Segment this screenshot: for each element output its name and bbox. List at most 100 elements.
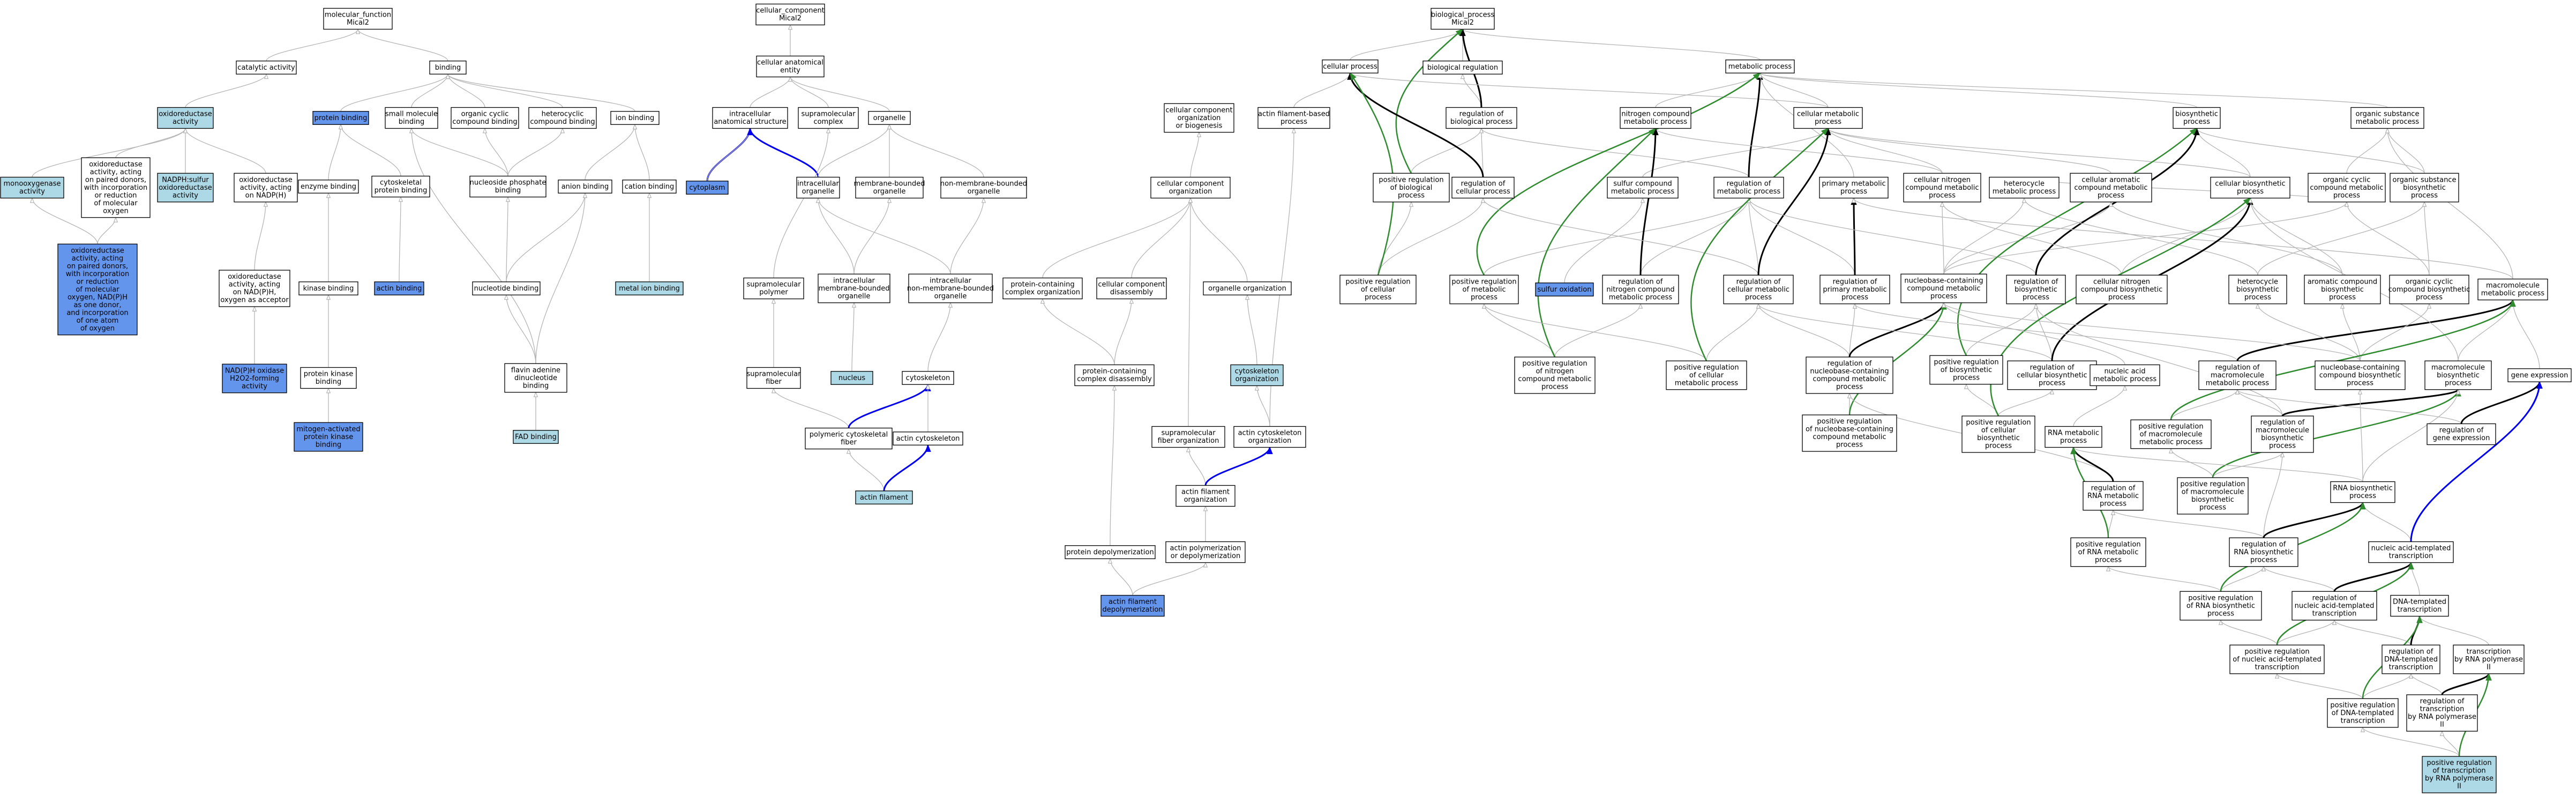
go-term-node-ionbind[interactable]: ion binding (610, 111, 660, 125)
go-term-node-actincyto[interactable]: actin cytoskeleton (893, 432, 963, 445)
go-term-node-nucleotide[interactable]: nucleotide binding (472, 281, 541, 295)
go-term-node-orgorg[interactable]: organelle organization (1203, 281, 1292, 295)
go-term-node-nucleus[interactable]: nucleus (830, 371, 873, 385)
go-term-node-intranon[interactable]: intracellularnon-membrane-boundedorganel… (907, 273, 994, 303)
go-term-node-protbind[interactable]: protein binding (312, 111, 369, 125)
go-term-node-binding[interactable]: binding (429, 61, 467, 75)
go-term-node-actinfil[interactable]: actin filament (855, 491, 913, 504)
go-term-node-regmacrobio[interactable]: regulation ofmacromoleculebiosyntheticpr… (2251, 415, 2314, 453)
go-term-node-cytoskeleton[interactable]: cytoskeleton (902, 371, 954, 385)
go-term-node-bioreg[interactable]: biological regulation (1422, 61, 1503, 75)
go-term-node-cation[interactable]: cation binding (622, 180, 677, 194)
go-term-node-enzbind[interactable]: enzyme binding (298, 180, 359, 194)
go-term-node-geneexp[interactable]: gene expression (2507, 368, 2572, 382)
go-term-node-protdepol[interactable]: protein depolymerization (1065, 545, 1156, 559)
go-term-node-cellproc[interactable]: cellular process (1322, 60, 1379, 73)
go-term-node-metproc[interactable]: metabolic process (1725, 60, 1795, 73)
go-term-node-metalion[interactable]: metal ion binding (615, 281, 684, 295)
go-term-node-organelle[interactable]: organelle (868, 111, 911, 125)
go-term-node-anion[interactable]: anion binding (558, 180, 612, 194)
go-term-node-regnbc[interactable]: regulation ofnucleobase-containingcompou… (1806, 356, 1893, 394)
go-term-node-kinase[interactable]: kinase binding (298, 281, 358, 295)
